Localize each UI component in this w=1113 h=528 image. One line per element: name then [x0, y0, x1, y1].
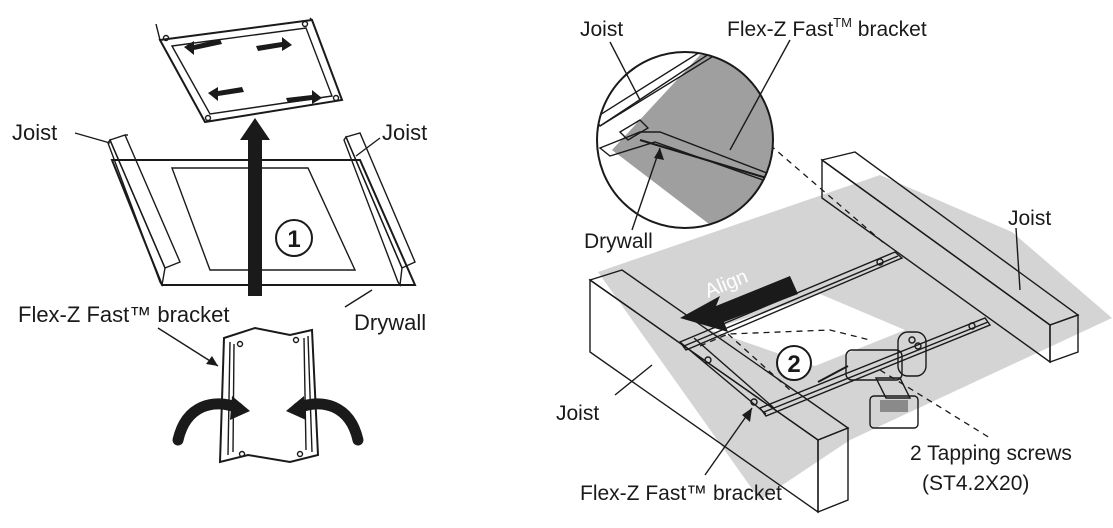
left-joist-label: Joist [12, 120, 57, 145]
right-left-joist-label: Joist [556, 402, 599, 425]
bracket-top-label-tail: bracket [852, 18, 927, 41]
step-2-marker: 2 [776, 345, 812, 381]
left-joist-box [588, 269, 850, 514]
lift-arrow [240, 118, 270, 296]
detail-magnifier [596, 51, 774, 229]
left-panel: 1 Joist Joist Flex-Z Fast™ bracket [12, 17, 427, 464]
right-top-bracket-label: Flex-Z FastTM bracket [727, 15, 927, 41]
left-drywall-label: Drywall [354, 310, 426, 335]
right-joist-label: Joist [382, 120, 427, 145]
right-joist-label: Joist [1008, 207, 1051, 230]
drill-icon [817, 331, 927, 429]
bracket-top-label-main: Flex-Z Fast [727, 18, 833, 41]
screws-spec-label: (ST4.2X20) [922, 472, 1029, 495]
step-1-marker: 1 [275, 219, 313, 257]
right-drywall-label: Drywall [584, 230, 653, 253]
right-top-joist-label: Joist [580, 18, 623, 41]
bracket-rails [678, 251, 992, 417]
top-bracket-illustration [155, 17, 344, 124]
drywall-panel [107, 132, 417, 287]
guide-lines [699, 144, 991, 439]
step-1-number: 1 [287, 226, 300, 253]
right-joist-box [820, 151, 1080, 364]
bottom-bracket-illustration [172, 326, 364, 464]
screws-label: 2 Tapping screws [910, 442, 1072, 465]
left-bracket-label: Flex-Z Fast™ bracket [18, 302, 229, 327]
right-bottom-bracket-label: Flex-Z Fast™ bracket [580, 482, 782, 505]
right-panel: Align 2 [556, 15, 1112, 514]
bracket-top-label-tm: TM [833, 15, 852, 30]
step-2-number: 2 [787, 351, 800, 378]
